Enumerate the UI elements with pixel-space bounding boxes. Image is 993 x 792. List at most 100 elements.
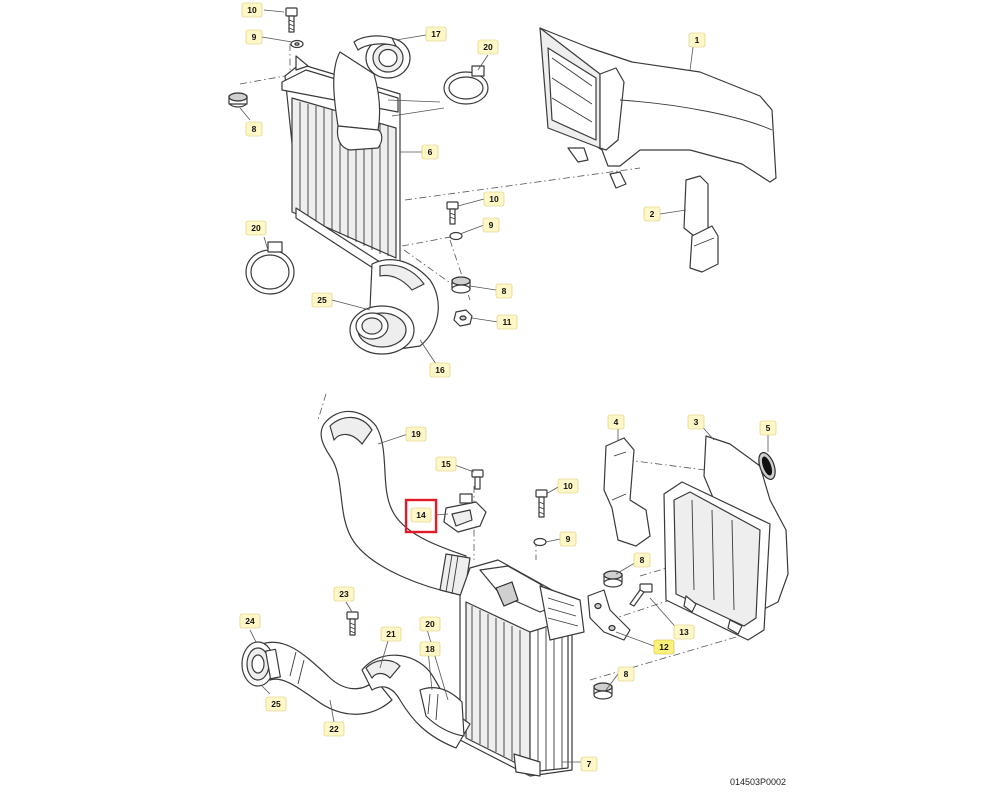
callout-label: 11 xyxy=(503,317,512,327)
bolt-part xyxy=(471,469,484,490)
bolt-part xyxy=(446,201,463,241)
callout-17[interactable]: 17 xyxy=(425,26,447,42)
bolt-part xyxy=(533,489,548,547)
callout-20[interactable]: 20 xyxy=(477,39,499,55)
callout-8[interactable]: 8 xyxy=(633,552,651,568)
intercooler-part xyxy=(459,559,585,777)
callout-3[interactable]: 3 xyxy=(687,414,705,430)
callout-label: 14 xyxy=(416,510,426,520)
callout-24[interactable]: 24 xyxy=(239,613,261,629)
clamp-part xyxy=(245,241,295,295)
bracket-part xyxy=(683,175,719,273)
callout-label: 20 xyxy=(483,42,493,52)
callout-7[interactable]: 7 xyxy=(580,756,598,772)
selection-frame xyxy=(404,498,438,534)
callout-25[interactable]: 25 xyxy=(311,292,333,308)
callout-label: 25 xyxy=(271,699,281,709)
callout-5[interactable]: 5 xyxy=(759,420,777,436)
callout-label: 8 xyxy=(640,555,645,565)
callout-21[interactable]: 21 xyxy=(380,626,402,642)
cap-part xyxy=(758,452,776,480)
callout-12[interactable]: 12 xyxy=(653,639,675,655)
lower-assembly xyxy=(241,393,789,777)
callout-label: 3 xyxy=(694,417,699,427)
callout-label: 19 xyxy=(411,429,421,439)
callout-label: 10 xyxy=(489,194,499,204)
callout-20[interactable]: 20 xyxy=(245,220,267,236)
callout-8[interactable]: 8 xyxy=(495,283,513,299)
callout-label: 17 xyxy=(431,29,441,39)
callout-25[interactable]: 25 xyxy=(265,696,287,712)
duct-cover-part xyxy=(603,437,651,547)
callout-label: 9 xyxy=(252,32,257,42)
callout-8[interactable]: 8 xyxy=(245,121,263,137)
callout-10[interactable]: 10 xyxy=(483,191,505,207)
callout-label: 22 xyxy=(329,724,339,734)
hose-part xyxy=(320,410,471,597)
hose-part xyxy=(419,687,465,737)
callout-label: 8 xyxy=(252,124,257,134)
callout-label: 2 xyxy=(650,209,655,219)
callout-9[interactable]: 9 xyxy=(482,217,500,233)
upper-assembly xyxy=(228,7,777,365)
hose-part xyxy=(333,35,411,151)
callout-label: 8 xyxy=(624,669,629,679)
hose-part xyxy=(241,641,393,715)
callout-label: 16 xyxy=(435,365,445,375)
callout-label: 15 xyxy=(441,459,451,469)
callout-label: 1 xyxy=(695,35,700,45)
callout-label: 21 xyxy=(386,629,396,639)
callout-label: 9 xyxy=(566,534,571,544)
callout-10[interactable]: 10 xyxy=(241,2,263,18)
bolt-part xyxy=(285,7,304,49)
callout-20[interactable]: 20 xyxy=(419,616,441,632)
callout-6[interactable]: 6 xyxy=(421,144,439,160)
callout-label: 12 xyxy=(659,642,669,652)
callout-label: 4 xyxy=(614,417,619,427)
callout-22[interactable]: 22 xyxy=(323,721,345,737)
grommet-part xyxy=(228,92,248,108)
callout-23[interactable]: 23 xyxy=(333,586,355,602)
boost-sensor-part xyxy=(443,493,487,533)
callout-label: 5 xyxy=(766,423,771,433)
callout-1[interactable]: 1 xyxy=(688,32,706,48)
air-box-part xyxy=(663,435,789,641)
callout-label: 25 xyxy=(317,295,327,305)
callout-label: 24 xyxy=(245,616,255,626)
bracket-part xyxy=(587,589,631,641)
clamp-part xyxy=(443,65,489,105)
bolt-part xyxy=(629,583,653,607)
callout-label: 20 xyxy=(251,223,261,233)
callout-2[interactable]: 2 xyxy=(643,206,661,222)
callout-13[interactable]: 13 xyxy=(673,624,695,640)
grommet-part xyxy=(593,682,613,700)
callout-14[interactable]: 14 xyxy=(410,507,432,523)
hose-part xyxy=(349,259,439,355)
nut-part xyxy=(453,309,473,327)
bolt-part xyxy=(346,611,359,636)
grommet-part xyxy=(603,570,623,588)
callout-11[interactable]: 11 xyxy=(496,314,518,330)
callout-19[interactable]: 19 xyxy=(405,426,427,442)
callout-8[interactable]: 8 xyxy=(617,666,635,682)
diagram-code: 014503P0002 xyxy=(730,777,787,787)
callout-label: 7 xyxy=(587,759,592,769)
callout-15[interactable]: 15 xyxy=(435,456,457,472)
air-duct-part xyxy=(539,27,777,189)
callout-9[interactable]: 9 xyxy=(559,531,577,547)
callout-label: 10 xyxy=(563,481,573,491)
callout-label: 6 xyxy=(428,147,433,157)
callout-label: 10 xyxy=(247,5,257,15)
callout-10[interactable]: 10 xyxy=(557,478,579,494)
callout-labels: 10 9 8 17 20 1 6 2 10 9 20 8 25 11 16 19… xyxy=(239,2,777,772)
callout-label: 8 xyxy=(502,286,507,296)
callout-9[interactable]: 9 xyxy=(245,29,263,45)
callout-4[interactable]: 4 xyxy=(607,414,625,430)
callout-label: 18 xyxy=(425,644,435,654)
callout-18[interactable]: 18 xyxy=(419,641,441,657)
callout-label: 23 xyxy=(339,589,349,599)
callout-label: 20 xyxy=(425,619,435,629)
callout-16[interactable]: 16 xyxy=(429,362,451,378)
callout-label: 9 xyxy=(489,220,494,230)
